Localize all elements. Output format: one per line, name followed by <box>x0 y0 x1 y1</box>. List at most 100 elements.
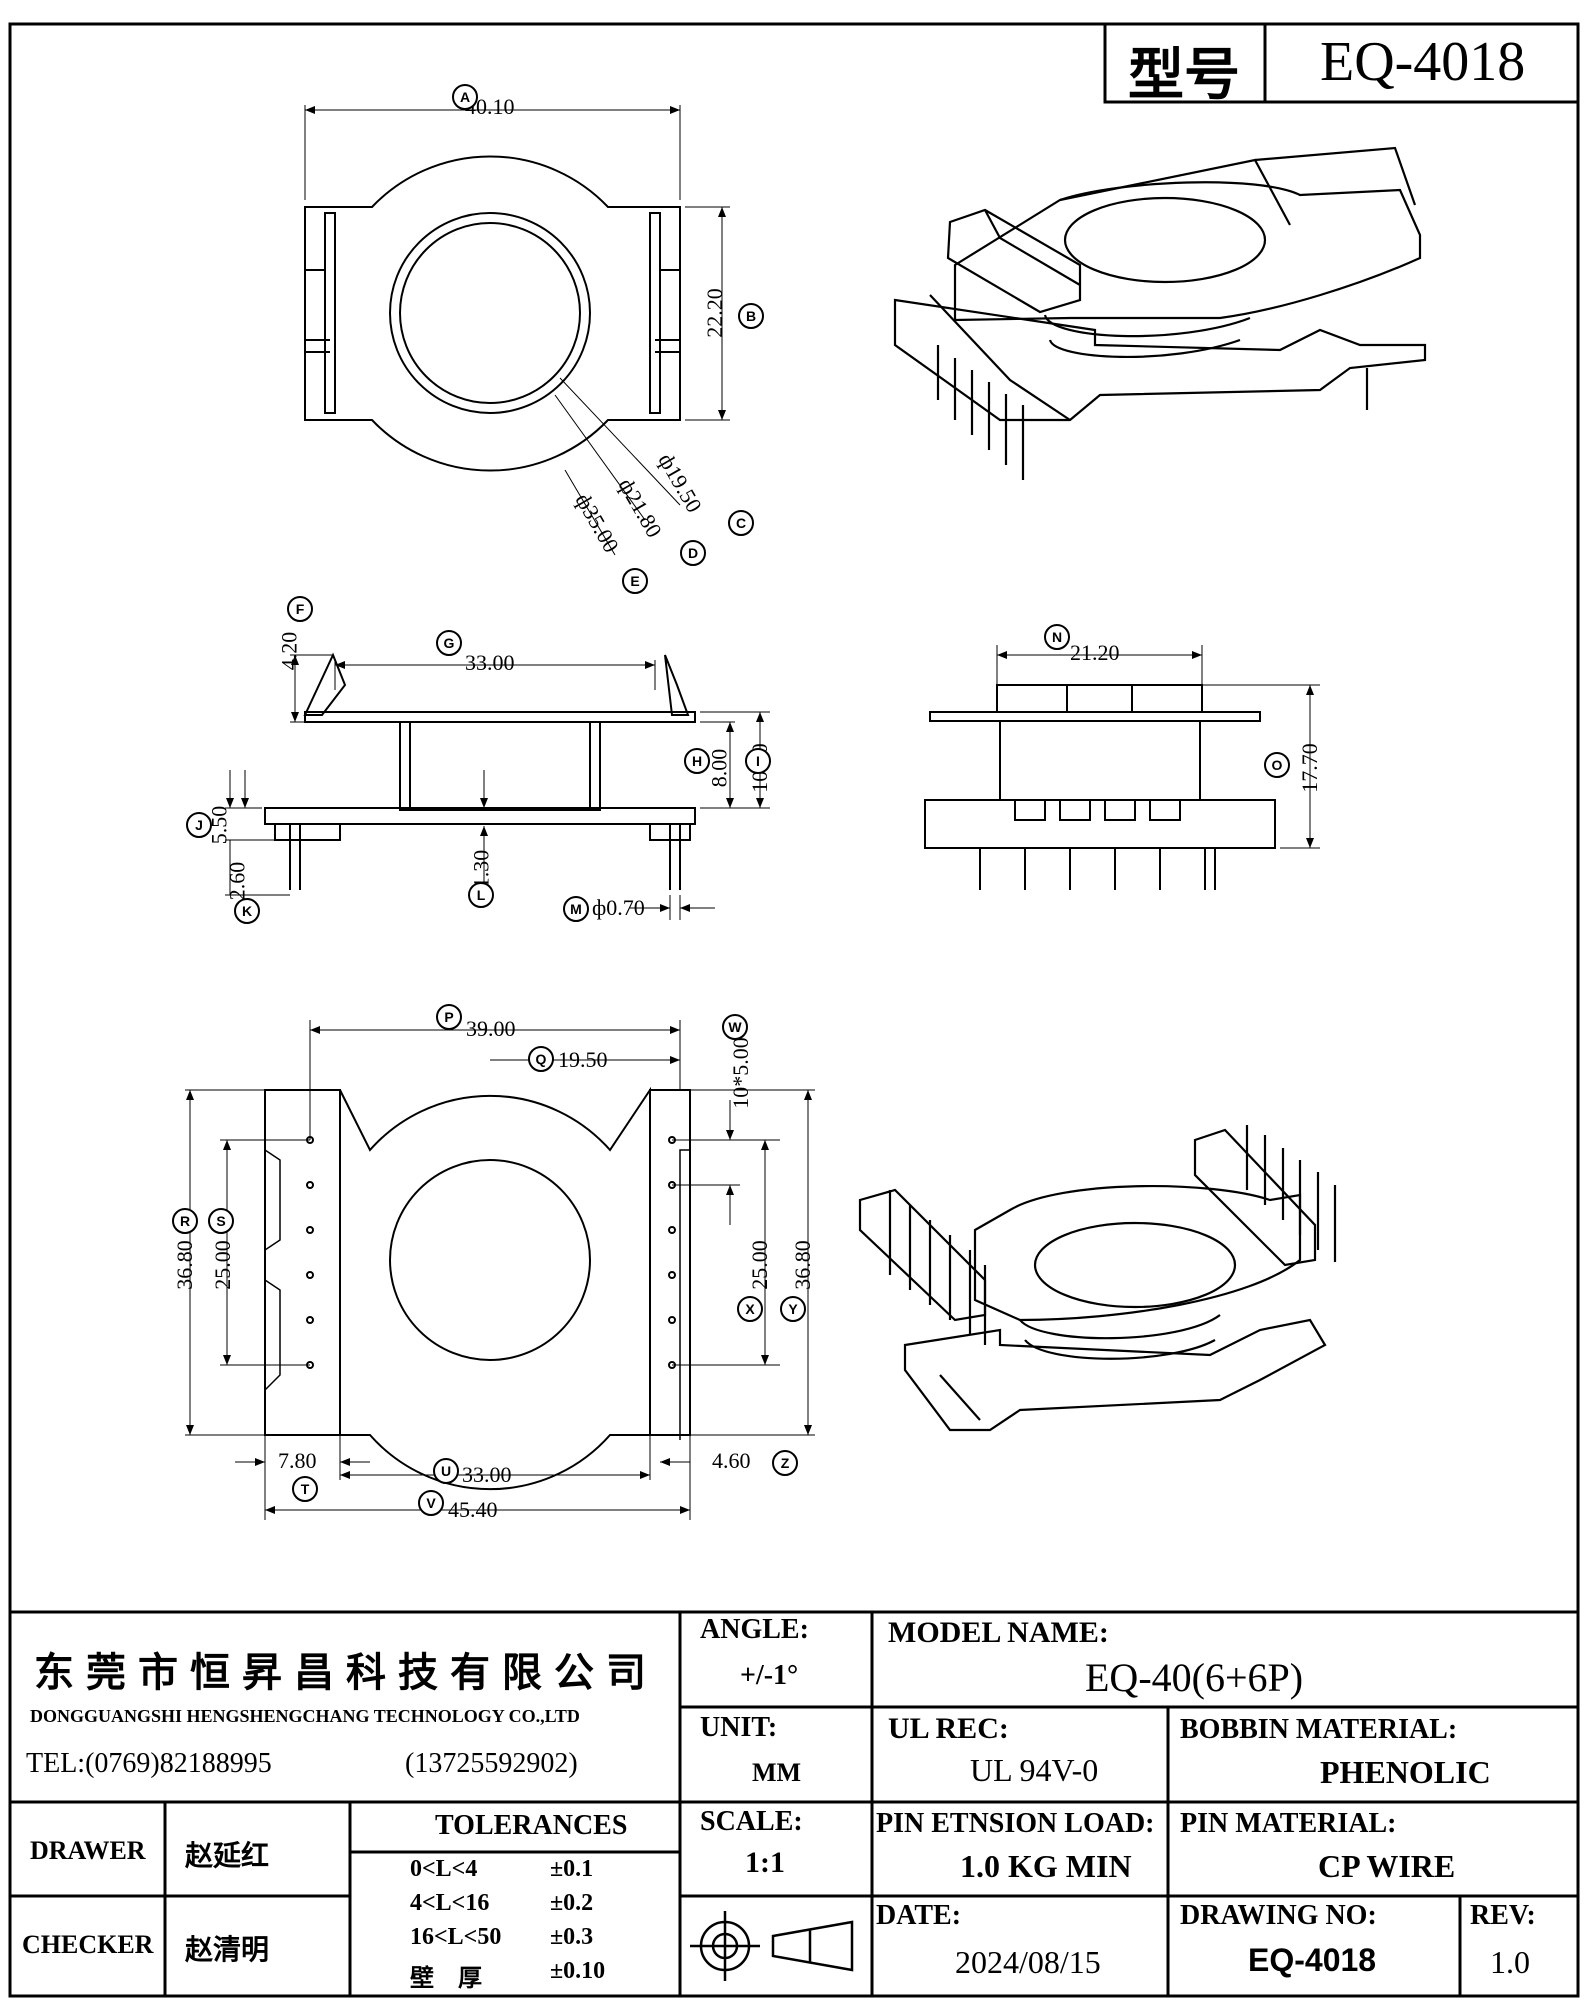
header-box <box>1103 22 1580 104</box>
drawer-name: 赵延红 <box>185 1841 270 1872</box>
title-block-grid <box>10 1610 1578 1996</box>
rev-value: 1.0 <box>1490 1944 1530 1980</box>
dim-letter-z: Z <box>772 1450 798 1476</box>
view-top <box>304 105 730 556</box>
tol-range: 16<L<50 <box>410 1924 502 1950</box>
dim-h-value: 8.00 <box>706 748 732 788</box>
dim-letter-c: C <box>728 510 754 536</box>
dim-letter-d: D <box>680 540 706 566</box>
company-name-cn: 东莞市恒昇昌科技有限公司 <box>34 1650 658 1695</box>
dim-letter-i: I <box>745 748 771 774</box>
dim-r-value: 36.80 <box>171 1240 197 1290</box>
pin-material-label: PIN MATERIAL: <box>1180 1808 1397 1839</box>
dim-p-value: 39.00 <box>466 1016 516 1041</box>
date-label: DATE: <box>876 1900 962 1931</box>
ul-value: UL 94V-0 <box>970 1752 1099 1788</box>
dim-letter-j: J <box>186 812 212 838</box>
dim-w-value: 10*5.00 <box>727 1037 753 1109</box>
tol-value: ±0.1 <box>550 1856 594 1882</box>
dim-letter-w: W <box>722 1014 748 1040</box>
angle-value: +/-1° <box>740 1660 799 1691</box>
dim-letter-y: Y <box>780 1296 806 1322</box>
rev-label: REV: <box>1470 1900 1536 1931</box>
dim-k-value: 2.60 <box>224 861 250 901</box>
ul-label: UL REC: <box>888 1712 1009 1745</box>
tol-value: ±0.3 <box>550 1924 594 1950</box>
view-iso-1 <box>893 146 1427 480</box>
pins-iso-2 <box>888 1125 1337 1345</box>
pin-load-label: PIN ETNSION LOAD: <box>876 1808 1155 1839</box>
dim-q-value: 19.50 <box>558 1047 608 1072</box>
pin-holes-right <box>668 1136 676 1369</box>
checker-name: 赵清明 <box>185 1935 270 1966</box>
dim-y-value: 36.80 <box>789 1240 815 1290</box>
model-name-value: EQ-40(6+6P) <box>1085 1655 1304 1700</box>
pin-load-value: 1.0 KG MIN <box>960 1848 1132 1884</box>
bobbin-material-value: PHENOLIC <box>1320 1754 1491 1790</box>
company-name-en: DONGGUANGSHI HENGSHENGCHANG TECHNOLOGY C… <box>30 1706 580 1726</box>
dim-letter-b: B <box>738 303 764 329</box>
unit-label: UNIT: <box>700 1712 778 1743</box>
company-tel: TEL:(0769)82188995 <box>26 1748 272 1779</box>
dim-b-value: 22.20 <box>701 288 727 338</box>
tol-value: ±0.2 <box>550 1890 594 1916</box>
view-front <box>225 652 770 920</box>
scale-value: 1:1 <box>745 1846 785 1879</box>
dim-n-value: 21.20 <box>1070 640 1120 665</box>
tol-range: 壁 厚 <box>410 1966 482 1992</box>
dim-letter-k: K <box>234 898 260 924</box>
drawer-label: DRAWER <box>30 1836 146 1865</box>
drawing-no-value: EQ-4018 <box>1248 1942 1377 1978</box>
tolerances-table: 0<L<4 ±0.1 4<L<16 ±0.2 16<L<50 ±0.3 壁 厚 ±0.1… <box>410 1856 670 1992</box>
scale-label: SCALE: <box>700 1806 803 1837</box>
tolerances-label: TOLERANCES <box>435 1810 628 1841</box>
dim-o-value: 17.70 <box>1296 743 1322 793</box>
dim-x-value: 25.00 <box>746 1240 772 1290</box>
sheet-border <box>8 22 1580 1998</box>
view-iso-2 <box>858 1125 1337 1432</box>
dim-letter-f: F <box>287 596 313 622</box>
tol-range: 4<L<16 <box>410 1890 490 1916</box>
company-mobile: (13725592902) <box>405 1748 578 1779</box>
dim-letter-r: R <box>172 1208 198 1234</box>
pin-slots-side <box>1014 799 1181 821</box>
checker-label: CHECKER <box>22 1930 154 1959</box>
dim-letter-v: V <box>418 1490 444 1516</box>
dim-letter-q: Q <box>528 1046 554 1072</box>
dim-m-value: ф0.70 <box>592 895 645 920</box>
view-bottom <box>185 1020 815 1520</box>
unit-value: MM <box>752 1758 802 1787</box>
dim-letter-h: H <box>684 748 710 774</box>
pins-iso-1 <box>936 345 1369 480</box>
bobbin-material-label: BOBBIN MATERIAL: <box>1180 1714 1458 1745</box>
dim-v-value: 45.40 <box>448 1497 498 1522</box>
view-side <box>924 645 1320 890</box>
dim-u-value: 33.00 <box>462 1462 512 1487</box>
pin-material-value: CP WIRE <box>1318 1848 1456 1884</box>
model-number: EQ-4018 <box>1320 31 1526 93</box>
dim-f-value: 4.20 <box>276 631 302 671</box>
date-value: 2024/08/15 <box>955 1944 1101 1980</box>
dim-letter-s: S <box>208 1208 234 1234</box>
dim-letter-e: E <box>622 568 648 594</box>
dim-letter-t: T <box>292 1476 318 1502</box>
tol-range: 0<L<4 <box>410 1856 478 1882</box>
drawing-no-label: DRAWING NO: <box>1180 1900 1377 1931</box>
pins-side <box>979 848 1216 890</box>
dim-g-value: 33.00 <box>465 650 515 675</box>
dim-letter-x: X <box>737 1296 763 1322</box>
model-label: 型号 <box>1128 45 1240 107</box>
dim-t-value: 7.80 <box>278 1448 317 1473</box>
dim-letter-n: N <box>1044 624 1070 650</box>
angle-label: ANGLE: <box>700 1614 809 1645</box>
dim-letter-g: G <box>436 630 462 656</box>
dim-letter-p: P <box>436 1004 462 1030</box>
dim-letter-o: O <box>1264 752 1290 778</box>
model-name-label: MODEL NAME: <box>888 1616 1109 1649</box>
dim-letter-a: A <box>452 84 478 110</box>
dim-letter-u: U <box>433 1458 459 1484</box>
dim-z-value: 4.60 <box>712 1448 751 1473</box>
dim-letter-l: L <box>468 882 494 908</box>
tol-value: ±0.10 <box>550 1958 606 1984</box>
